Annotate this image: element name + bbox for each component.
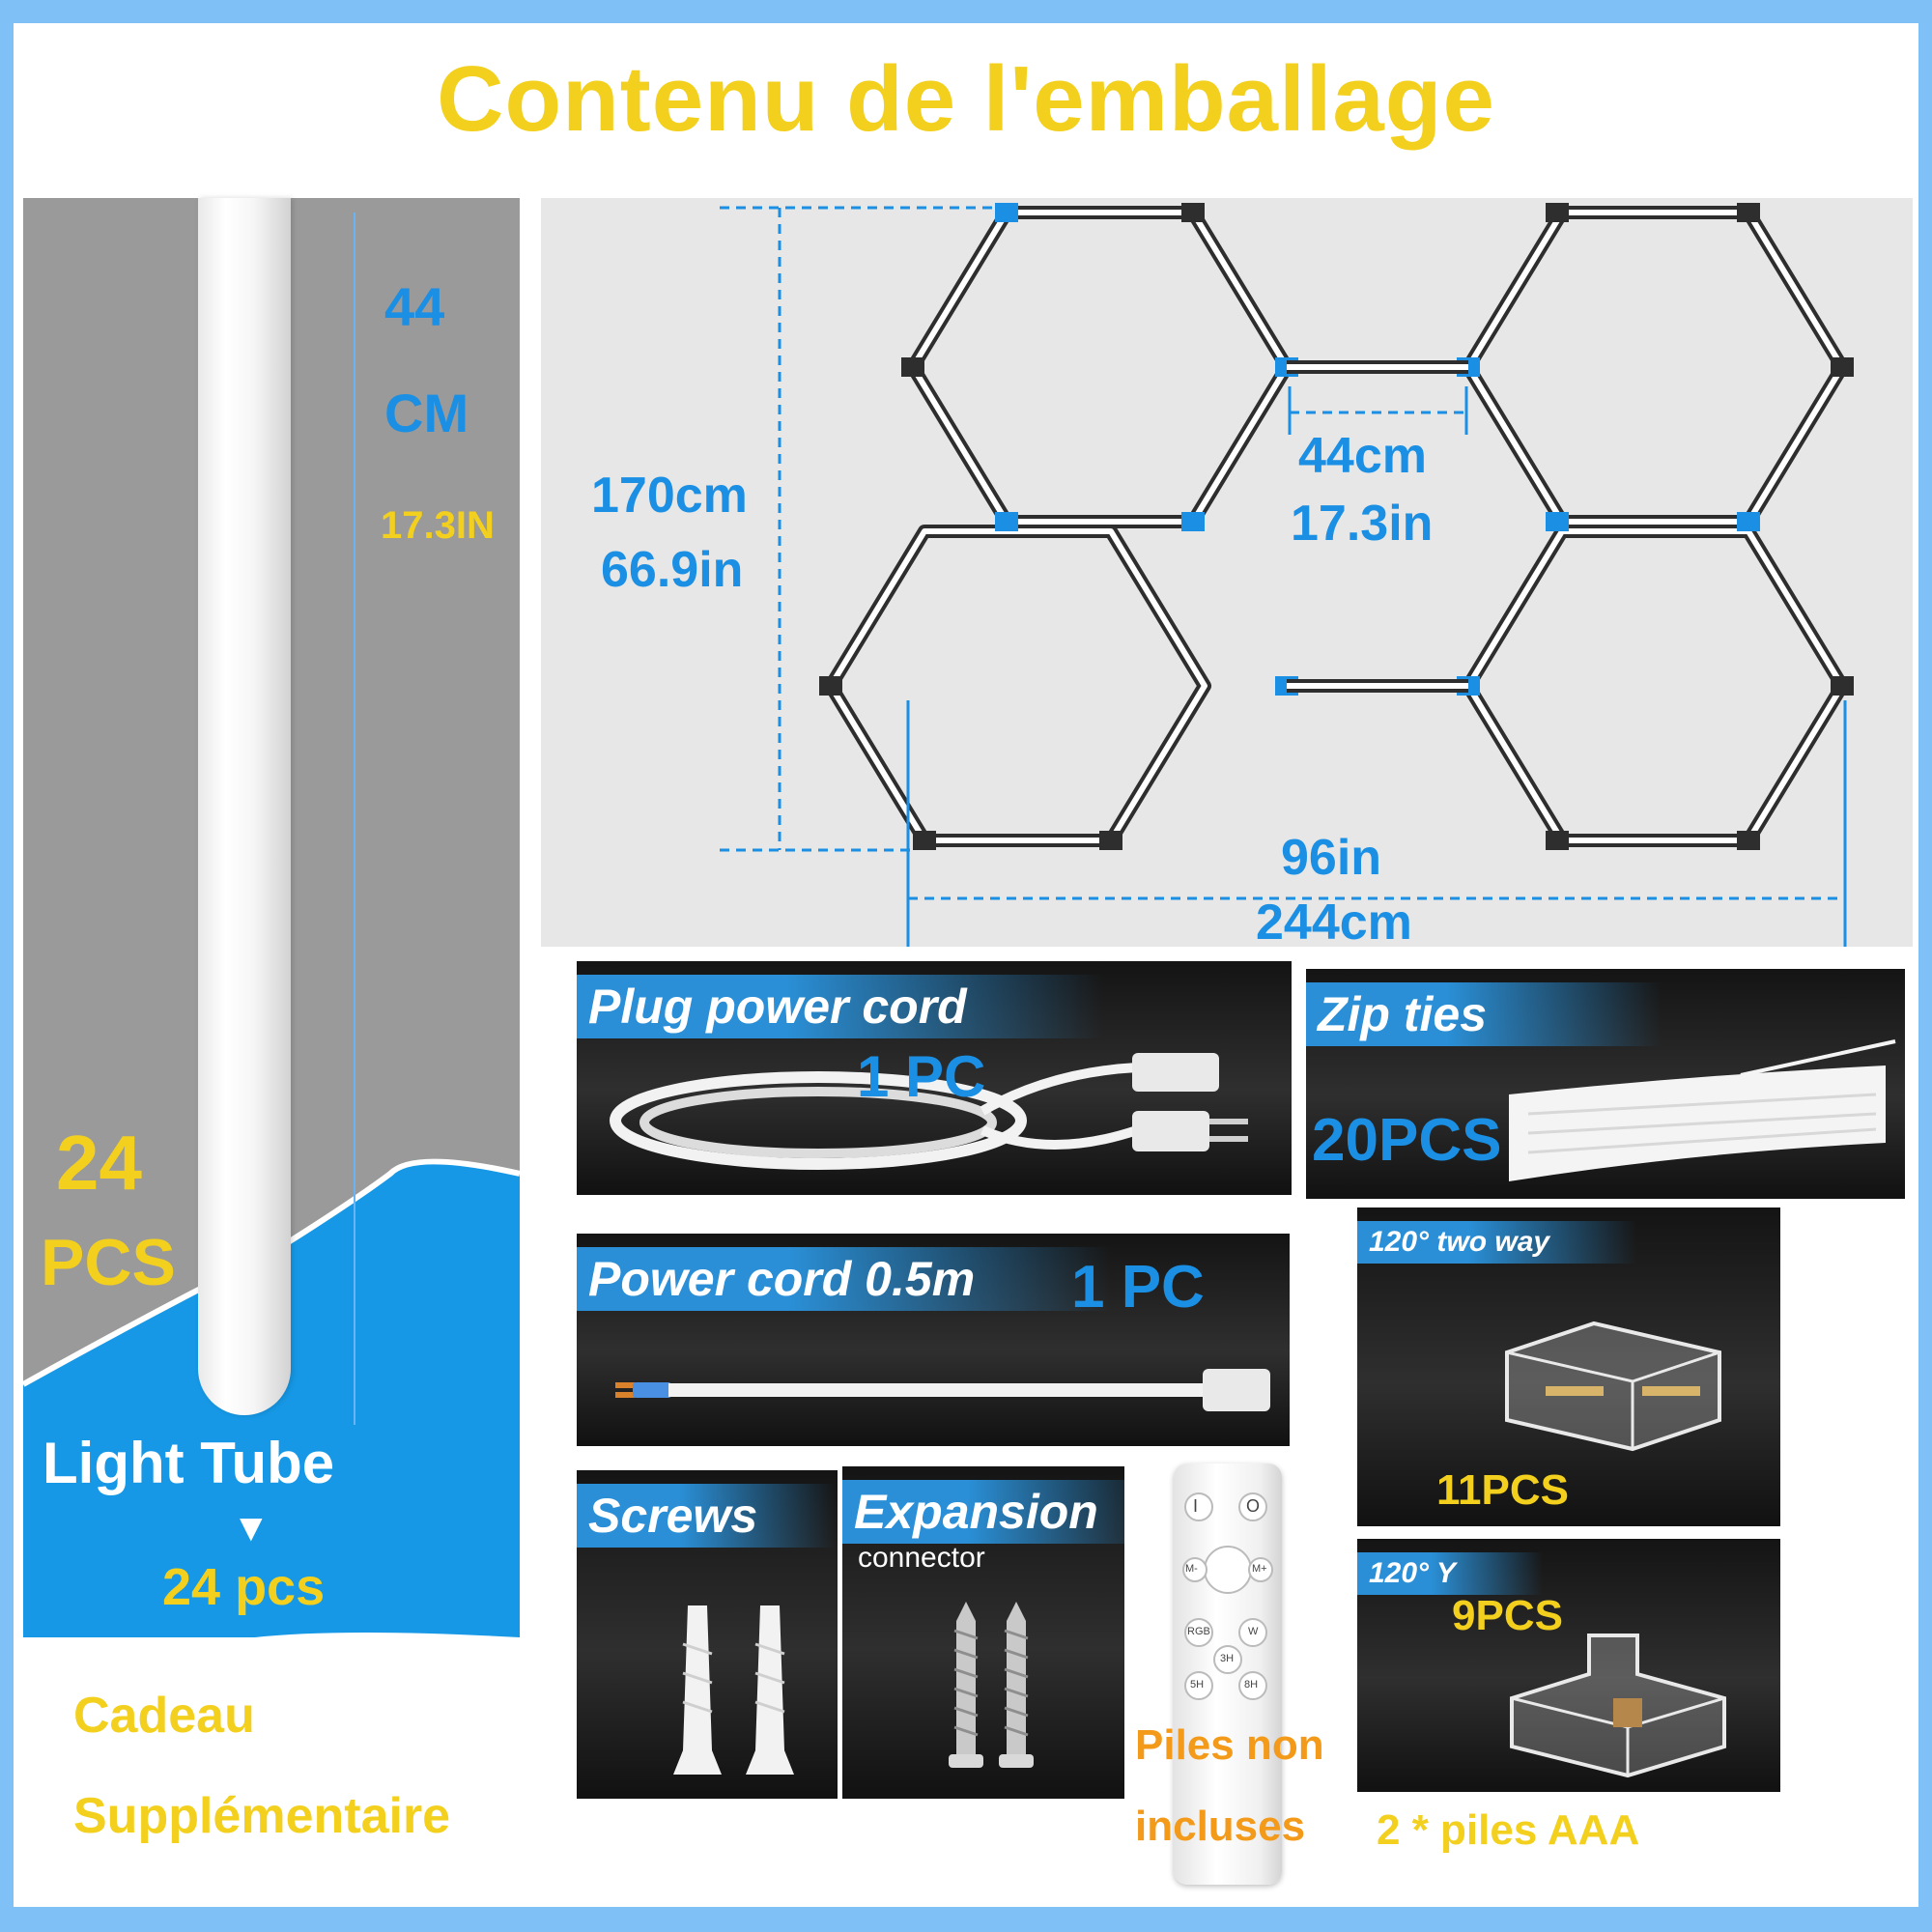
- zip-ties-icon: [1509, 1039, 1896, 1181]
- power-cord-card: Power cord 0.5m 1 PC: [577, 1234, 1290, 1446]
- hexagon-diagram: [720, 203, 1854, 947]
- y-connector-count: 9PCS: [1452, 1592, 1563, 1639]
- screws-card: Screws: [577, 1470, 838, 1799]
- expansion-card: Expansion connector: [842, 1466, 1124, 1799]
- power-cord-icon: [615, 1369, 1270, 1411]
- hexagon-diagram-panel: [541, 198, 1913, 947]
- arrow-down-icon: ▼: [232, 1507, 270, 1549]
- wall-anchor-icon: [673, 1605, 794, 1775]
- diagram-side-inches: 17.3in: [1291, 496, 1434, 552]
- light-tube-icon: [198, 198, 291, 1415]
- light-tube-count-label: 24 pcs: [162, 1558, 326, 1616]
- dimension-lines: [720, 206, 1845, 900]
- two-way-connector-card: 120° two way 11PCS: [1357, 1208, 1780, 1526]
- remote-minus-button: M-: [1185, 1563, 1198, 1575]
- two-way-connector-label: 120° two way: [1357, 1221, 1637, 1264]
- two-way-connector-icon: [1505, 1321, 1721, 1452]
- batteries-note-line-1: Piles non: [1135, 1721, 1324, 1769]
- zip-ties-count: 20PCS: [1312, 1107, 1502, 1174]
- hexagon-top-right: [1468, 213, 1842, 522]
- light-tube-label: Light Tube: [43, 1431, 335, 1495]
- remote-off-button: O: [1246, 1496, 1261, 1516]
- plug-power-cord-card: Plug power cord 1 PC: [577, 961, 1292, 1195]
- plug-power-cord-count: 1 PC: [857, 1044, 986, 1109]
- power-cord-count: 1 PC: [1071, 1254, 1205, 1321]
- diagram-side-cm: 44cm: [1298, 428, 1427, 484]
- remote-rgb-button: RGB: [1187, 1626, 1210, 1637]
- plug-power-cord-icon: [610, 1053, 1248, 1170]
- remote-control-icon: I O M- M+ RGB W 3H 5H 8H: [1174, 1463, 1282, 1885]
- batteries-note-line-2: incluses: [1135, 1803, 1306, 1850]
- diagram-height-cm: 170cm: [591, 468, 748, 524]
- expansion-sublabel: connector: [858, 1542, 985, 1574]
- remote-3h-button: 3H: [1220, 1653, 1235, 1664]
- tube-length-value: 44: [384, 276, 445, 337]
- zip-ties-label: Zip ties: [1306, 982, 1662, 1046]
- hexagon-bottom-right: [1468, 531, 1842, 840]
- remote-on-button: I: [1193, 1496, 1199, 1516]
- screws-label: Screws: [577, 1484, 836, 1548]
- batteries-aaa: 2 * piles AAA: [1377, 1806, 1640, 1854]
- y-connector-label: 120° Y: [1357, 1552, 1543, 1595]
- tube-count-unit: PCS: [41, 1226, 176, 1299]
- remote-8h-button: 8H: [1244, 1679, 1259, 1690]
- remote-plus-button: M+: [1252, 1563, 1267, 1575]
- tube-count-value: 24: [56, 1120, 142, 1206]
- remote-5h-button: 5H: [1190, 1679, 1205, 1690]
- power-cord-label: Power cord 0.5m: [577, 1247, 1111, 1311]
- hexagon-top-left: [913, 213, 1287, 522]
- tube-length-unit: CM: [384, 383, 469, 443]
- zip-ties-card: Zip ties 20PCS: [1306, 969, 1905, 1199]
- diagram-width-cm: 244cm: [1256, 895, 1412, 951]
- page-title: Contenu de l'emballage: [437, 47, 1495, 151]
- remote-w-button: W: [1248, 1626, 1259, 1637]
- diagram-width-inches: 96in: [1281, 830, 1382, 886]
- plug-power-cord-label: Plug power cord: [577, 975, 1102, 1038]
- gift-line-2: Supplémentaire: [73, 1788, 451, 1844]
- diagram-height-inches: 66.9in: [601, 542, 744, 598]
- tube-length-line: [354, 213, 355, 1425]
- y-connector-icon: [1510, 1634, 1726, 1778]
- screw-icon: [949, 1602, 1034, 1768]
- tube-length-inches: 17.3IN: [381, 504, 495, 547]
- hexagon-bottom-left: [831, 531, 1205, 840]
- two-way-connector-count: 11PCS: [1436, 1466, 1569, 1514]
- expansion-label: Expansion: [842, 1480, 1124, 1544]
- y-connector-card: 120° Y 9PCS: [1357, 1539, 1780, 1792]
- gift-line-1: Cadeau: [73, 1688, 255, 1744]
